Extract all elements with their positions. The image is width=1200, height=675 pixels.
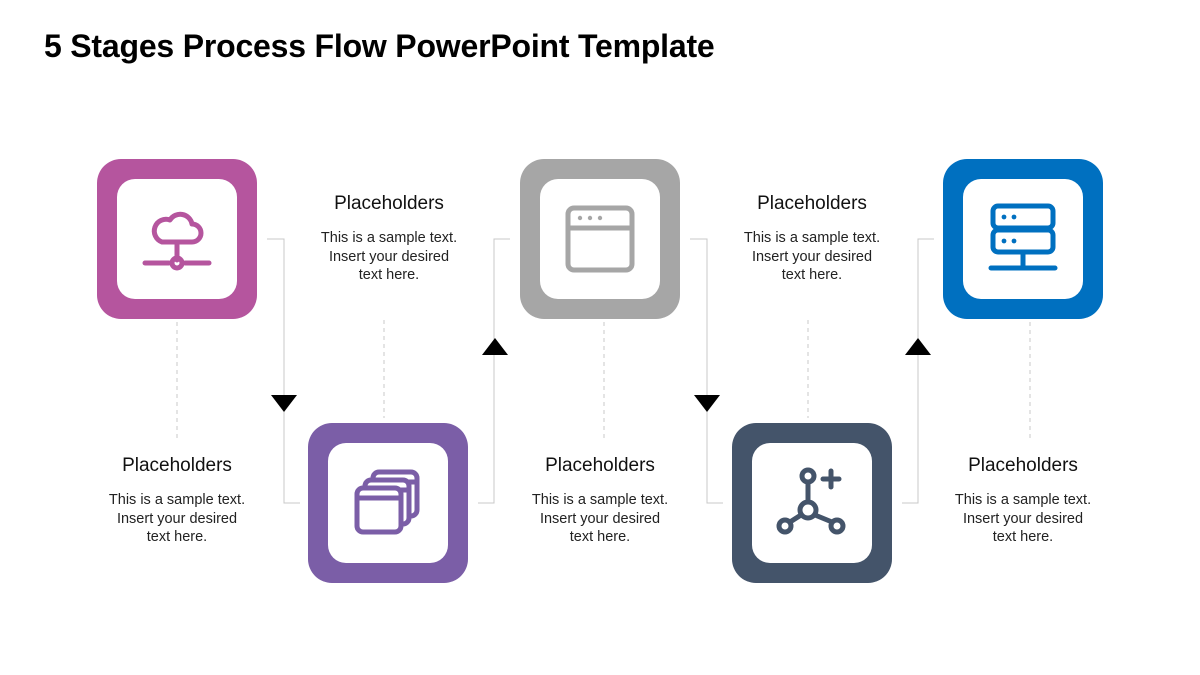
connector-3-4 <box>690 238 723 504</box>
stage-2-heading: Placeholders <box>334 193 444 214</box>
stage-4-tile <box>732 423 892 583</box>
page-title: 5 Stages Process Flow PowerPoint Templat… <box>44 28 715 64</box>
stage-2-description: This is a sample text. Insert your desir… <box>320 230 458 283</box>
stage-3-tile <box>520 159 680 319</box>
stage-5-description: This is a sample text. Insert your desir… <box>954 492 1092 545</box>
stage-5-heading: Placeholders <box>968 455 1078 476</box>
stage-2-tile <box>308 423 468 583</box>
stage-4-heading: Placeholders <box>757 193 867 214</box>
stage-1-heading: Placeholders <box>122 455 232 476</box>
stage-5-tile <box>943 159 1103 319</box>
network-nodes-add-icon <box>776 467 846 535</box>
arrow-down-icon <box>694 395 720 412</box>
stage-4-text: Placeholders This is a sample text. Inse… <box>712 193 912 285</box>
arrow-down-icon <box>271 395 297 412</box>
stage-1-tile <box>97 159 257 319</box>
connector-4-5 <box>902 238 934 504</box>
stage-3-heading: Placeholders <box>545 455 655 476</box>
stage-2-text: Placeholders This is a sample text. Inse… <box>289 193 489 285</box>
stage-4-description: This is a sample text. Insert your desir… <box>743 230 881 283</box>
stacked-windows-icon <box>354 469 420 535</box>
arrow-up-icon <box>905 338 931 355</box>
stage-3-description: This is a sample text. Insert your desir… <box>531 492 669 545</box>
stage-1-description: This is a sample text. Insert your desir… <box>108 492 246 545</box>
connector-1-2 <box>267 238 300 504</box>
server-rack-icon <box>988 203 1058 271</box>
stage-3-text: Placeholders This is a sample text. Inse… <box>500 455 700 547</box>
cloud-network-icon <box>142 211 212 271</box>
stage-5-text: Placeholders This is a sample text. Inse… <box>923 455 1123 547</box>
connector-2-3 <box>478 238 510 504</box>
arrow-up-icon <box>482 338 508 355</box>
stage-1-text: Placeholders This is a sample text. Inse… <box>77 455 277 547</box>
browser-window-icon <box>565 205 635 273</box>
